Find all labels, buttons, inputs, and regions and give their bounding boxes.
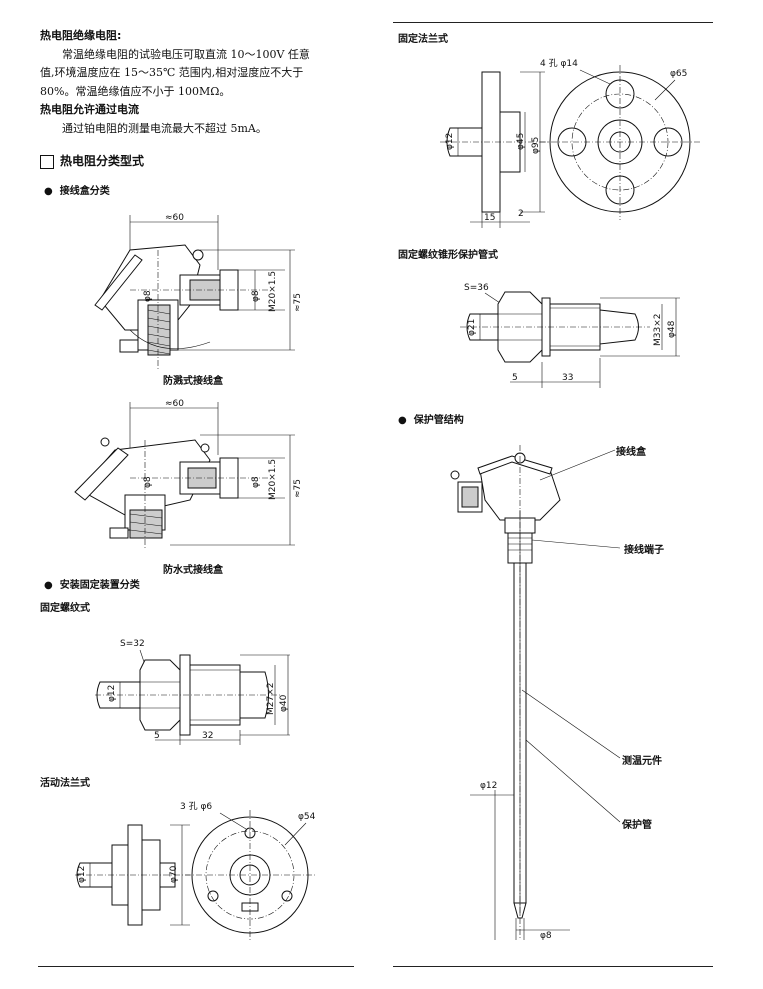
- fixed-thread-dim-thread: M27×2: [266, 683, 276, 715]
- splash-dim-thread: M20×1.5: [268, 271, 278, 312]
- waterproof-dim-thread: M20×1.5: [268, 459, 278, 500]
- taper-dim-thread: M33×2: [653, 314, 663, 346]
- fixed-flange-dim-phi45: φ45: [516, 133, 526, 150]
- splash-box-drawing: ≈60 φ8 φ8 M20×1.5 ≈75: [94, 213, 303, 370]
- fixed-flange-drawing: 4 孔 φ14 φ65 φ12 φ45 φ95 15 2: [440, 58, 700, 228]
- splash-dim-phi8b: φ8: [251, 290, 261, 302]
- waterproof-dim-phi8a: φ8: [143, 476, 153, 488]
- splash-dim-phi8a: φ8: [143, 290, 153, 302]
- taper-dim-phi48: φ48: [667, 320, 677, 338]
- label-terminal: 接线端子: [624, 545, 664, 556]
- fixed-thread-title: 固定螺纹式: [40, 603, 90, 614]
- bullet-icon: ●: [44, 580, 60, 591]
- junction-title-text: 接线盒分类: [59, 186, 110, 197]
- current-line: 通过铂电阻的测量电流最大不超过 5mA。: [62, 122, 267, 135]
- junction-title: ● 接线盒分类: [44, 182, 110, 197]
- fixed-flange-dim-holes: 4 孔 φ14: [540, 58, 578, 69]
- bullet-icon: ●: [44, 186, 60, 197]
- mounting-title-text: 安装固定装置分类: [59, 580, 140, 591]
- fixed-thread-dim-32: 32: [202, 731, 213, 741]
- checkbox-square-icon: [40, 154, 54, 169]
- movable-flange-title: 活动法兰式: [40, 778, 90, 789]
- splash-box-caption: 防溅式接线盒: [163, 376, 223, 387]
- movable-flange-drawing: 3 孔 φ6 φ54 φ12 φ70: [75, 801, 316, 940]
- fixed-flange-dim-15: 15: [484, 213, 495, 223]
- fixed-flange-title: 固定法兰式: [398, 34, 448, 45]
- current-title: 热电阻允许通过电流: [40, 103, 139, 116]
- structure-dim-phi8: φ8: [540, 931, 552, 941]
- taper-dim-5: 5: [512, 373, 518, 383]
- top-rule: [393, 22, 713, 23]
- section-title: 热电阻分类型式: [40, 152, 144, 169]
- waterproof-box-caption: 防水式接线盒: [163, 565, 223, 576]
- waterproof-box-drawing: ≈60 φ8 φ8 M20×1.5 ≈75: [74, 399, 303, 550]
- section-title-text: 热电阻分类型式: [60, 154, 145, 168]
- structure-title: ● 保护管结构: [398, 411, 464, 426]
- insulation-line-1: 常温绝缘电阻的试验电压可取直流 10～100V 任意: [62, 48, 310, 61]
- label-element: 测温元件: [622, 756, 662, 767]
- waterproof-dim-width: ≈60: [165, 399, 184, 409]
- bottom-rule-left: [38, 966, 354, 967]
- insulation-line-2: 值,环境温度应在 15～35℃ 范围内,相对湿度应不大于: [40, 66, 304, 79]
- fixed-flange-dim-phi95: φ95: [531, 137, 541, 154]
- taper-tube-drawing: S=36 φ21 M33×2 φ48 5 33: [460, 283, 680, 388]
- structure-dim-phi12: φ12: [480, 781, 497, 791]
- fixed-flange-dim-phi12: φ12: [445, 133, 455, 150]
- bottom-rule-right: [393, 966, 713, 967]
- insulation-line-3: 80%。常温绝缘值应不小于 100MΩ。: [40, 85, 231, 98]
- taper-tube-title: 固定螺纹锥形保护管式: [398, 250, 498, 261]
- fixed-thread-dim-phi12: φ12: [107, 685, 117, 702]
- taper-dim-s: S=36: [464, 283, 489, 293]
- taper-dim-33: 33: [562, 373, 573, 383]
- waterproof-dim-phi8b: φ8: [251, 476, 261, 488]
- movable-dim-phi70: φ70: [169, 865, 179, 883]
- fixed-flange-dim-phi65: φ65: [670, 69, 687, 79]
- fixed-thread-dim-phi40: φ40: [279, 694, 289, 712]
- movable-dim-phi54: φ54: [298, 812, 316, 822]
- movable-dim-phi12: φ12: [77, 866, 87, 883]
- fixed-thread-dim-s: S=32: [120, 639, 145, 649]
- structure-title-text: 保护管结构: [413, 415, 464, 426]
- label-tube: 保护管: [622, 820, 652, 831]
- insulation-title: 热电阻绝缘电阻:: [40, 29, 122, 42]
- fixed-thread-drawing: S=32 φ12 M27×2 φ40 5 32: [95, 639, 290, 745]
- waterproof-dim-height: ≈75: [293, 479, 303, 498]
- taper-dim-phi21: φ21: [467, 319, 477, 336]
- splash-dim-width: ≈60: [165, 213, 184, 223]
- fixed-thread-dim-5: 5: [154, 731, 160, 741]
- label-junction-box: 接线盒: [616, 447, 646, 458]
- bullet-icon: ●: [398, 415, 414, 426]
- structure-drawing: φ12 φ8: [450, 445, 621, 941]
- movable-dim-holes: 3 孔 φ6: [180, 801, 212, 812]
- splash-dim-height: ≈75: [293, 293, 303, 312]
- fixed-flange-dim-2: 2: [518, 209, 524, 219]
- mounting-title: ● 安装固定装置分类: [44, 576, 140, 591]
